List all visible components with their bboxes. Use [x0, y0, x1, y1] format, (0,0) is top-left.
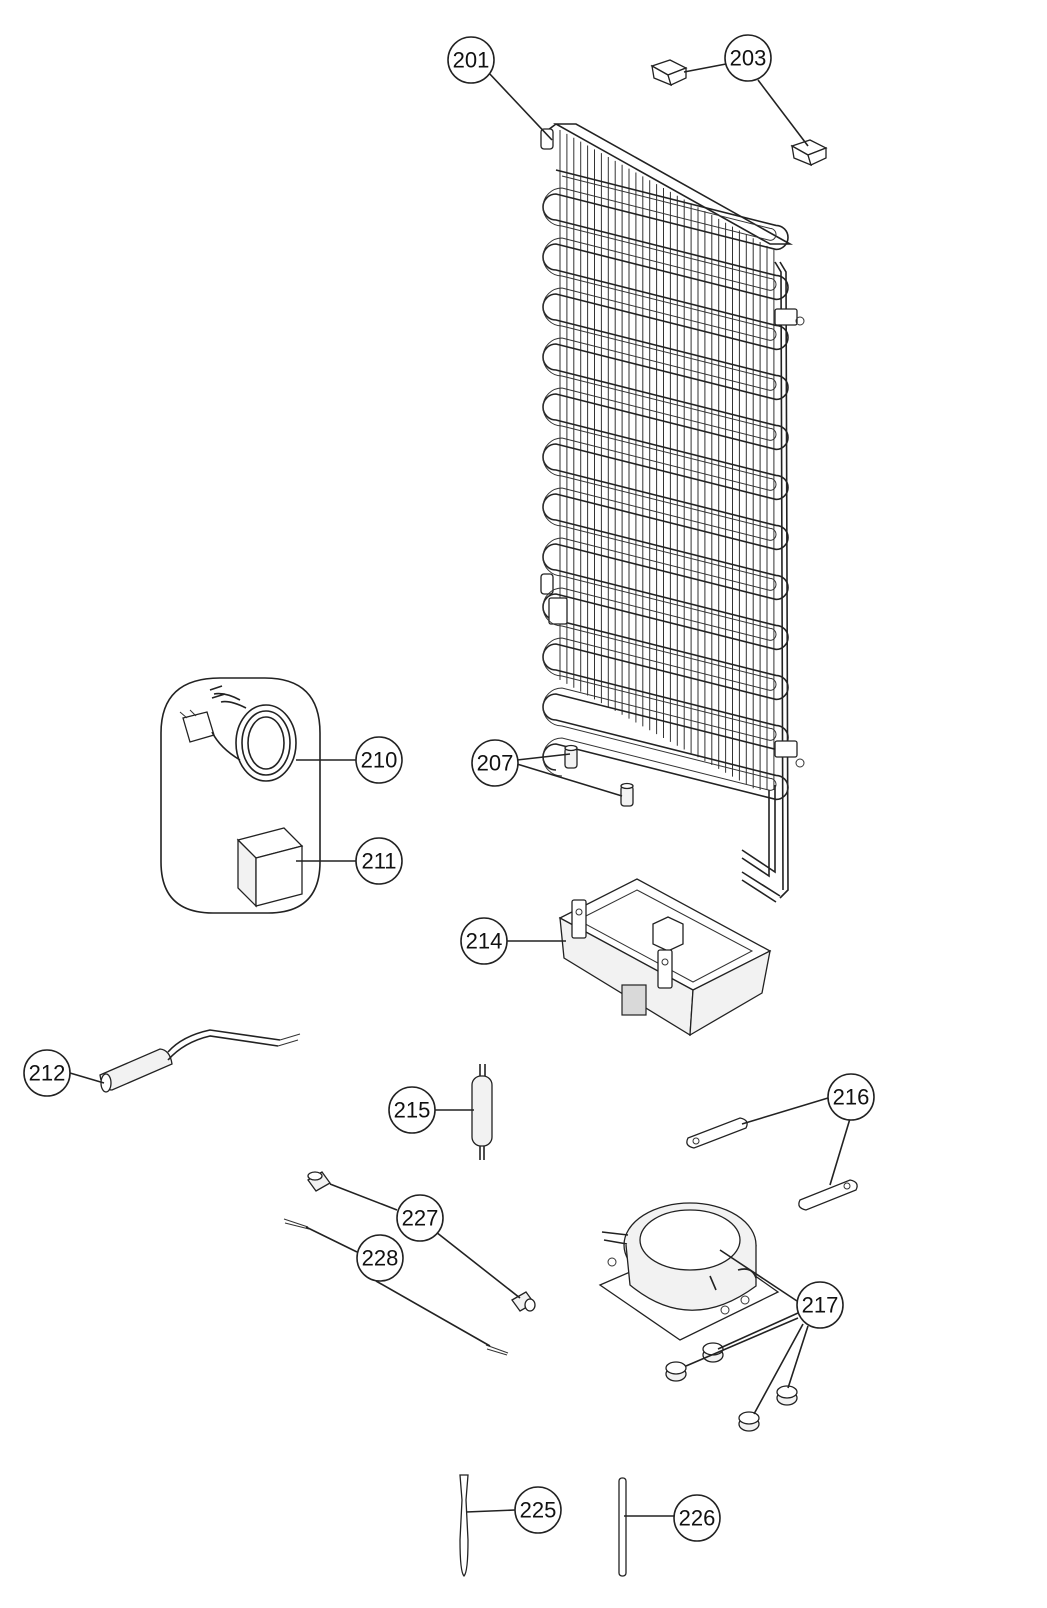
grommet-part-2 [665, 1361, 687, 1382]
grommet-part-1 [702, 1342, 724, 1363]
grommet-part-4 [738, 1411, 760, 1432]
callout-215: 215 [388, 1086, 436, 1134]
callout-217: 217 [796, 1281, 844, 1329]
callout-226: 226 [673, 1494, 721, 1542]
tube-part-225 [459, 1474, 469, 1577]
svg-text:207: 207 [477, 751, 514, 776]
cap-part-top [650, 59, 688, 87]
svg-text:228: 228 [362, 1246, 399, 1271]
callout-203: 203 [724, 34, 772, 82]
callout-211: 211 [355, 837, 403, 885]
cap-part-bottom [790, 139, 828, 167]
capillary-tip-part-top [283, 1218, 310, 1230]
svg-text:225: 225 [520, 1498, 557, 1523]
svg-text:214: 214 [466, 929, 503, 954]
grommet-part-3 [776, 1385, 798, 1406]
svg-text:203: 203 [730, 46, 767, 71]
callout-225: 225 [514, 1486, 562, 1534]
spacer-part-1 [564, 744, 578, 769]
accessory-group-outline [160, 677, 321, 914]
svg-text:215: 215 [394, 1098, 431, 1123]
condenser-coil-inner [542, 175, 777, 791]
callout-216: 216 [827, 1073, 875, 1121]
leader-lines [69, 63, 853, 1517]
callout-207: 207 [471, 739, 519, 787]
svg-text:227: 227 [402, 1206, 439, 1231]
power-cord-part [179, 685, 297, 782]
callout-214: 214 [460, 917, 508, 965]
svg-text:216: 216 [833, 1085, 870, 1110]
svg-text:210: 210 [361, 748, 398, 773]
callout-201: 201 [447, 36, 495, 84]
tube-sleeve-part-top [307, 1171, 331, 1192]
callout-227: 227 [396, 1194, 444, 1242]
tube-part-226 [618, 1477, 627, 1577]
callout-228: 228 [356, 1234, 404, 1282]
capacitor-part [99, 1029, 301, 1093]
condenser-part [540, 123, 805, 903]
clip-part-top [686, 1117, 748, 1149]
tube-sleeve-part-bottom [511, 1291, 536, 1312]
svg-text:211: 211 [361, 849, 396, 874]
filter-drier-part [471, 1064, 493, 1160]
svg-text:226: 226 [679, 1506, 716, 1531]
svg-text:212: 212 [29, 1061, 66, 1086]
drip-tray-part [558, 878, 772, 1037]
svg-text:217: 217 [802, 1293, 839, 1318]
spacer-part-2 [620, 782, 634, 807]
callout-212: 212 [23, 1049, 71, 1097]
callout-210: 210 [355, 736, 403, 784]
relay-box-part [236, 827, 304, 908]
compressor-part [598, 1202, 780, 1341]
svg-text:201: 201 [453, 48, 490, 73]
clip-part-bottom [798, 1179, 858, 1211]
